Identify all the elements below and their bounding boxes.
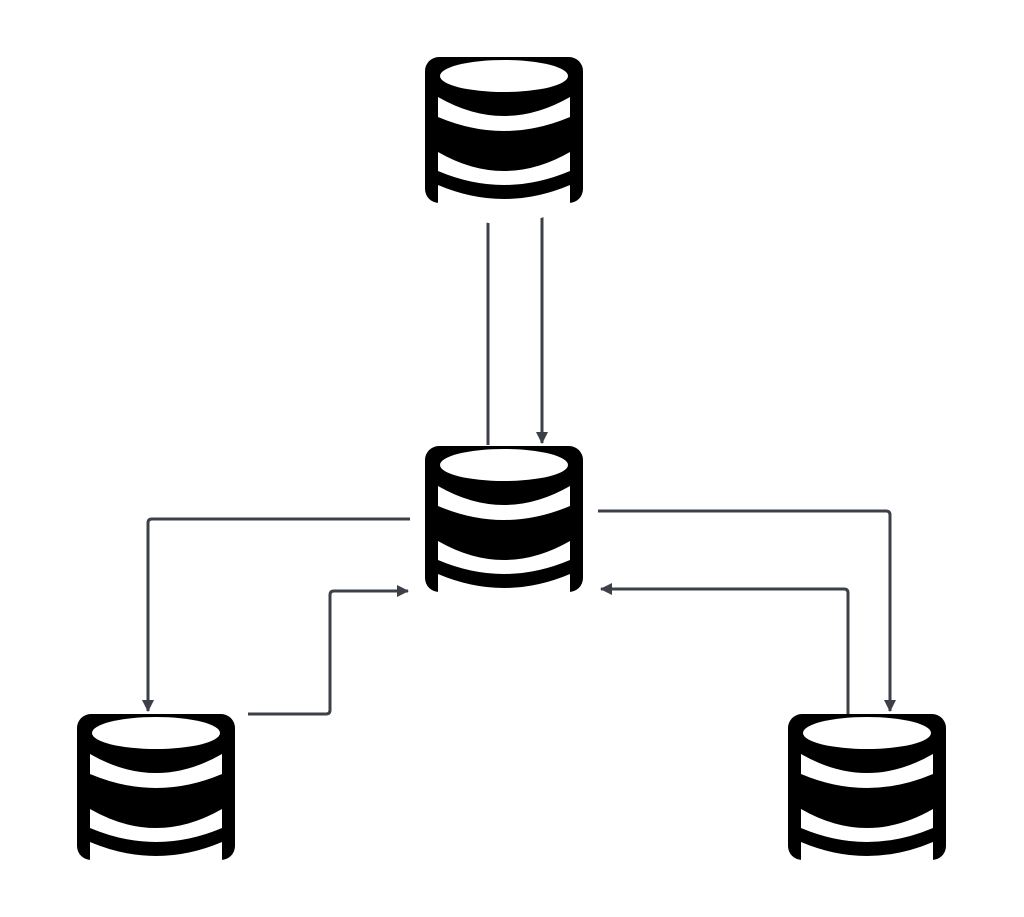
connector-arrow-bottom-left-to-center bbox=[248, 585, 409, 716]
database-icon-db-bottom-right bbox=[788, 714, 946, 881]
connector-arrow-center-to-bottom-left bbox=[142, 517, 410, 712]
connector-arrow-bottom-right-to-center bbox=[600, 583, 850, 714]
connectors bbox=[142, 203, 896, 716]
database-icon-db-center bbox=[425, 446, 583, 613]
database-icon-db-bottom-left bbox=[77, 714, 235, 881]
database-icon-db-top bbox=[425, 57, 583, 224]
connector-arrow-center-to-bottom-right bbox=[598, 509, 896, 712]
database-nodes bbox=[77, 57, 946, 881]
